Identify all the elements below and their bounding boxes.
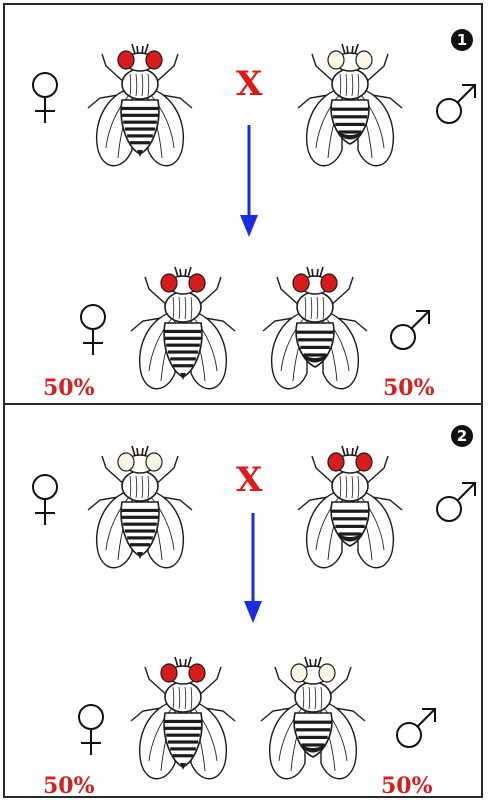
fly-parent-male-white-eye	[298, 44, 402, 166]
cross-panel-2: 2 X 50% 50%	[3, 403, 483, 798]
offspring-male-percent: 50%	[383, 377, 435, 399]
fly-offspring-male-red-eye	[263, 267, 367, 389]
female-symbol-icon	[27, 69, 63, 127]
male-symbol-icon	[387, 305, 435, 353]
female-symbol-icon	[75, 301, 111, 359]
cross-panel-1: 1 X 50% 50%	[3, 3, 483, 406]
male-symbol-icon	[433, 79, 481, 127]
cross-symbol: X	[236, 67, 262, 101]
male-symbol-icon	[433, 477, 481, 525]
male-symbol-icon	[393, 703, 441, 751]
offspring-female-percent: 50%	[43, 775, 95, 797]
panel-number-badge: 2	[451, 425, 473, 447]
female-symbol-icon	[27, 471, 63, 529]
cross-symbol: X	[236, 463, 262, 497]
offspring-female-percent: 50%	[43, 377, 95, 399]
female-symbol-icon	[73, 701, 109, 759]
offspring-male-percent: 50%	[381, 775, 433, 797]
panel-number-badge: 1	[451, 29, 473, 51]
fly-parent-male-red-eye	[298, 446, 402, 568]
fly-offspring-female-red-eye	[131, 657, 235, 779]
fly-parent-female-white-eye	[88, 446, 192, 568]
arrow-down	[244, 513, 262, 623]
fly-parent-female-red-eye	[88, 44, 192, 166]
arrow-down	[240, 125, 258, 237]
fly-offspring-female-red-eye	[131, 267, 235, 389]
fly-offspring-male-white-eye	[261, 657, 365, 779]
